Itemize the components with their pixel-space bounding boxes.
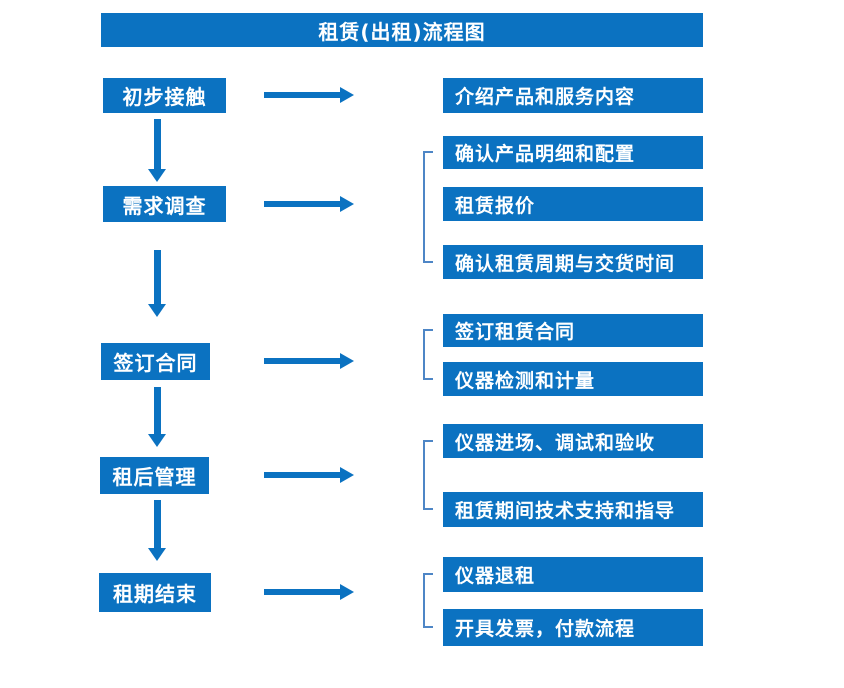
- right-arrow-shaft: [264, 201, 340, 207]
- right-arrow-head: [340, 584, 354, 600]
- detail-box-instrument-setup-acceptance: 仪器进场、调试和验收: [443, 424, 703, 458]
- right-arrow-shaft: [264, 358, 340, 364]
- right-arrow: [264, 353, 354, 369]
- step-label: 签订合同: [113, 351, 198, 375]
- step-box-initial-contact: 初步接触: [103, 78, 226, 113]
- detail-label: 仪器检测和计量: [455, 369, 596, 392]
- step-box-demand-survey: 需求调查: [103, 186, 226, 222]
- step-label: 租后管理: [112, 465, 197, 489]
- down-arrow-shaft: [154, 387, 161, 434]
- detail-label: 确认租赁周期与交货时间: [455, 252, 676, 275]
- detail-box-confirm-product-details: 确认产品明细和配置: [443, 136, 703, 169]
- detail-label: 开具发票，付款流程: [455, 618, 636, 640]
- detail-box-introduce-products: 介绍产品和服务内容: [443, 78, 703, 113]
- detail-box-sign-rental-contract: 签订租赁合同: [443, 314, 703, 347]
- right-arrow-head: [340, 87, 354, 103]
- down-arrow-head: [148, 169, 166, 182]
- step-box-post-rental-management: 租后管理: [100, 457, 209, 494]
- step-label: 租期结束: [113, 582, 197, 606]
- down-arrow-shaft: [154, 250, 161, 304]
- step-box-rental-end: 租期结束: [99, 573, 211, 612]
- down-arrow-head: [148, 434, 166, 447]
- down-arrow-shaft: [154, 500, 161, 548]
- detail-label: 仪器进场、调试和验收: [455, 431, 656, 454]
- right-arrow: [264, 87, 354, 103]
- detail-box-confirm-rental-period: 确认租赁周期与交货时间: [443, 245, 703, 279]
- detail-box-technical-support: 租赁期间技术支持和指导: [443, 492, 703, 527]
- right-arrow: [264, 196, 354, 212]
- detail-box-instrument-return: 仪器退租: [443, 557, 703, 592]
- detail-box-rental-quotation: 租赁报价: [443, 187, 703, 221]
- chart-title-bar: 租赁(出租)流程图: [101, 13, 703, 47]
- group-bracket-rental-end: [423, 573, 433, 628]
- group-bracket-demand-survey: [423, 151, 433, 263]
- right-arrow-shaft: [264, 589, 340, 595]
- step-box-sign-contract: 签订合同: [101, 343, 210, 380]
- right-arrow-shaft: [264, 92, 340, 98]
- step-label: 需求调查: [122, 193, 207, 218]
- down-arrow-head: [148, 304, 166, 317]
- detail-box-invoice-payment: 开具发票，付款流程: [443, 609, 703, 646]
- down-arrow-head: [148, 548, 166, 561]
- right-arrow-head: [340, 196, 354, 212]
- detail-box-instrument-testing: 仪器检测和计量: [443, 362, 703, 396]
- right-arrow: [264, 584, 354, 600]
- detail-label: 介绍产品和服务内容: [455, 86, 636, 108]
- right-arrow: [264, 467, 354, 483]
- down-arrow-shaft: [154, 119, 161, 169]
- detail-label: 签订租赁合同: [455, 321, 576, 343]
- chart-title: 租赁(出租)流程图: [318, 19, 486, 44]
- step-label: 初步接触: [122, 85, 207, 109]
- group-bracket-sign-contract: [423, 329, 433, 380]
- detail-label: 确认产品明细和配置: [455, 143, 636, 165]
- right-arrow-head: [340, 467, 354, 483]
- detail-label: 租赁期间技术支持和指导: [455, 500, 676, 522]
- detail-label: 仪器退租: [455, 565, 536, 587]
- right-arrow-head: [340, 353, 354, 369]
- right-arrow-shaft: [264, 472, 340, 478]
- group-bracket-post-rental-management: [423, 440, 433, 510]
- detail-label: 租赁报价: [455, 194, 536, 217]
